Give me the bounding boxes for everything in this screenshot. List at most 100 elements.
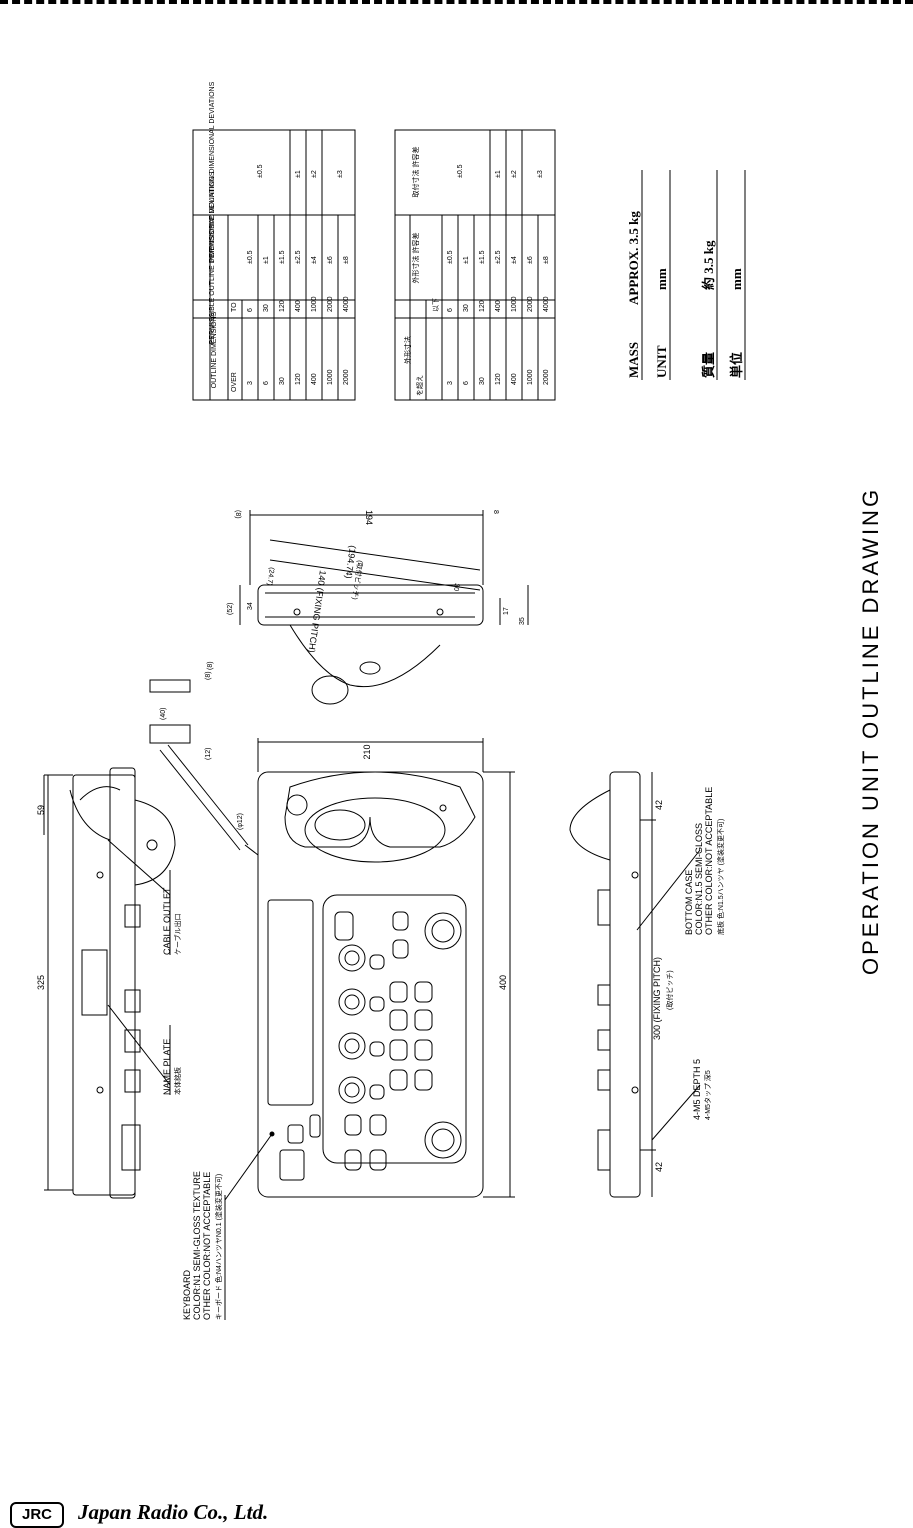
tol-jp-r7-over: 2000: [543, 369, 550, 385]
tol-en-m2: ±1: [295, 170, 302, 178]
cable-assembly: [149, 679, 259, 856]
name-plate-label: NAME PLATE: [162, 1039, 172, 1095]
dim-8-left: (8): [234, 510, 241, 519]
tol-en-r2-to: 30: [263, 304, 270, 312]
dim-34: 34: [247, 602, 254, 610]
tol-jp-r5-over: 400: [511, 373, 518, 385]
tol-jp-r2-dev: ±1: [463, 256, 470, 264]
dim-17: 17: [503, 607, 510, 615]
tol-en-m4: ±3: [337, 170, 344, 178]
dim-30: 30: [452, 583, 460, 592]
tol-jp-h-outline-dev: 外形寸法 許容差: [411, 233, 420, 284]
tol-jp-r2-over: 6: [463, 381, 470, 385]
tol-jp-r6-to: 2000: [527, 296, 534, 312]
tol-jp-r3-to: 120: [479, 300, 486, 312]
tol-en-r5-dev: ±4: [311, 256, 318, 264]
tol-jp-r6-over: 1000: [527, 369, 534, 385]
unit-label-jp: 単位: [729, 352, 744, 378]
tol-en-r3-dev: ±1.5: [279, 250, 286, 264]
dim-59: 59: [36, 805, 46, 815]
dim-40: (40): [160, 708, 167, 720]
mass-label: MASS: [626, 342, 641, 378]
keyboard-label: KEYBOARD: [182, 1269, 192, 1320]
dim-8-endview: (8): [207, 661, 214, 670]
dim-8-connector: (8): [205, 671, 212, 680]
tol-jp-m4: ±3: [537, 170, 544, 178]
tol-en-h-to: TO: [231, 302, 238, 312]
tol-jp-r4-dev: ±2.5: [495, 250, 502, 264]
mass-unit-block: MASS APPROX. 3.5 kg UNIT mm 質量 約 3.5 kg …: [626, 170, 746, 380]
tol-jp-r5-dev: ±4: [511, 256, 518, 264]
top-view-panel: [257, 771, 484, 1198]
tol-jp-r1-dev: ±0.5: [447, 250, 454, 264]
tol-jp-h-to: 以下: [432, 298, 440, 312]
mass-label-jp: 質量: [701, 352, 716, 378]
tol-en-r1-to: 6: [247, 308, 254, 312]
tol-jp-r1-to: 6: [447, 308, 454, 312]
dim-8-right: 8: [492, 510, 499, 514]
tolerance-table-jp-text: 外形寸法 を超え 以下 外形寸法 許容差 取付寸法 許容差 3 6 ±0.5 6…: [403, 147, 550, 396]
keyboard-color: COLOR:N1 SEMI-GLOSS TEXTURE: [192, 1171, 202, 1320]
cable-outlet-label: CABLE OUTLET: [162, 887, 172, 955]
company-name: Japan Radio Co., Ltd.: [78, 1500, 269, 1524]
tol-en-r3-to: 120: [279, 300, 286, 312]
tol-en-h-mount-dev: PERMISSIBLE MOUNTING DIMENSIONAL DEVIATI…: [209, 81, 216, 262]
tol-jp-m1: ±0.5: [457, 164, 464, 178]
bottom-case-other: OTHER COLOR:NOT ACCEPTABLE: [704, 787, 714, 935]
tolerance-table-en: [192, 129, 356, 401]
tol-jp-r3-over: 30: [479, 377, 486, 385]
bottom-case-label: BOTTOM CASE: [684, 870, 694, 935]
tol-jp-m2: ±1: [495, 170, 502, 178]
tol-en-r5-to: 1000: [311, 296, 318, 312]
outline-drawing: OUTLINE DIMENSIONS OVER TO PERMISSIBLE O…: [36, 81, 883, 1320]
unit-value: mm: [654, 268, 669, 290]
dim-300-jp: (取付ピッチ): [665, 970, 674, 1010]
tol-en-r3-over: 30: [279, 377, 286, 385]
tol-jp-h-mount-dev: 取付寸法 許容差: [411, 147, 420, 198]
tol-en-r2-dev: ±1: [263, 256, 270, 264]
tolerance-table-jp: [394, 129, 556, 401]
dim-12: (12): [205, 748, 212, 760]
tol-en-r7-dev: ±8: [343, 256, 350, 264]
tol-jp-r4-to: 400: [495, 300, 502, 312]
tol-jp-r5-to: 1000: [511, 296, 518, 312]
tol-en-h-outline-dev: PERMISSIBLE OUTLINE DIMENSIONAL DEVIATIO…: [209, 171, 216, 344]
dim-35: 35: [519, 617, 526, 625]
unit-value-jp: mm: [729, 268, 744, 290]
tol-jp-h-outline: 外形寸法: [403, 336, 412, 364]
tol-en-h-outline: OUTLINE DIMENSIONS: [211, 311, 218, 388]
left-side-view: [43, 767, 176, 1199]
tol-en-r1-dev: ±0.5: [247, 250, 254, 264]
tol-en-r6-to: 2000: [327, 296, 334, 312]
dim-phi12: (φ12): [237, 813, 244, 830]
tol-en-r4-over: 120: [295, 373, 302, 385]
tol-jp-r7-dev: ±8: [543, 256, 550, 264]
tap-label: 4-M5 DEPTH 5: [692, 1059, 702, 1120]
tol-en-r5-over: 400: [311, 373, 318, 385]
tol-jp-m3: ±2: [511, 170, 518, 178]
tol-en-m3: ±2: [311, 170, 318, 178]
tol-en-r7-over: 2000: [343, 369, 350, 385]
mass-value: APPROX. 3.5 kg: [626, 211, 641, 305]
tol-jp-r7-to: 4000: [543, 296, 550, 312]
tol-en-r4-to: 400: [295, 300, 302, 312]
dim-300: 300 (FIXING PITCH): [652, 957, 662, 1040]
dim-42-bottom: 42: [654, 1162, 664, 1172]
tol-jp-r4-over: 120: [495, 373, 502, 385]
name-plate-label-jp: 本体銘板: [173, 1067, 182, 1095]
tol-en-r1-over: 3: [247, 381, 254, 385]
jrc-logo: JRC: [10, 1502, 64, 1528]
tol-jp-r6-dev: ±6: [527, 256, 534, 264]
dim-325: 325: [36, 975, 46, 990]
tol-en-h-over: OVER: [231, 372, 238, 392]
dim-140: 140 (FIXING PITCH): [306, 570, 327, 654]
tol-en-r6-dev: ±6: [327, 256, 334, 264]
tol-en-r4-dev: ±2.5: [295, 250, 302, 264]
tol-en-r2-over: 6: [263, 381, 270, 385]
mass-value-jp: 約 3.5 kg: [701, 240, 716, 290]
bottom-case-jp: 底板 色:N1.5ハンツヤ (塗装変更不可): [716, 819, 725, 935]
end-view: [239, 510, 529, 705]
unit-label: UNIT: [654, 345, 669, 378]
tol-jp-r3-dev: ±1.5: [479, 250, 486, 264]
bottom-case-color: COLOR:N1.5 SEMI-GLOSS: [694, 823, 704, 935]
